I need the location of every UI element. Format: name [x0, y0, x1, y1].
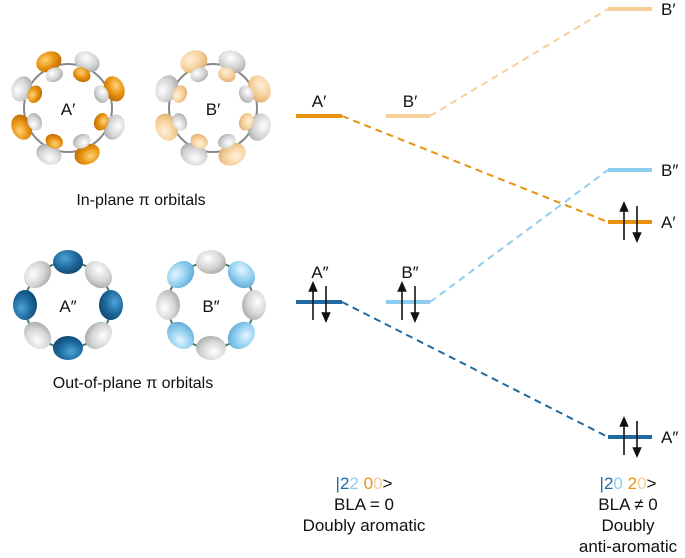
state-right-d1: 2	[604, 474, 613, 493]
orbital-out-plane-b: B″	[156, 250, 266, 360]
state-right-d3: 2	[628, 474, 637, 493]
in-plane-b-lobes	[155, 50, 271, 166]
correlation-line-a-dprime	[341, 301, 609, 438]
state-left-d2: 2	[349, 474, 358, 493]
out-plane-b-label: B″	[202, 297, 219, 316]
level-left-a-dprime-label: A″	[311, 263, 328, 282]
out-plane-b-lobes	[156, 250, 266, 360]
electron-pair-left-a-dprime	[308, 281, 331, 323]
state-left-configuration: |22 00>	[336, 474, 393, 493]
state-right-close: >	[647, 474, 657, 493]
state-left-bar: |	[336, 474, 340, 493]
state-right-bla: BLA ≠ 0	[598, 495, 657, 514]
out-plane-a-lobes	[13, 250, 123, 360]
state-left-d1: 2	[340, 474, 349, 493]
in-plane-a-label: A′	[61, 100, 76, 119]
level-left-a-prime-label: A′	[312, 92, 327, 111]
electron-pair-right-a-dprime	[619, 416, 642, 458]
state-left-close: >	[383, 474, 393, 493]
orbital-out-plane-a: A″	[13, 250, 123, 360]
state-right-d4: 0	[637, 474, 646, 493]
state-left-description: Doubly aromatic	[303, 516, 426, 535]
in-plane-a-lobes	[11, 51, 125, 165]
correlation-line-b-prime	[429, 8, 609, 117]
level-right-a-dprime-label: A″	[661, 428, 678, 447]
orbital-in-plane-b: B′	[155, 50, 271, 166]
level-left-b-dprime-label: B″	[401, 263, 418, 282]
state-right-d2: 0	[613, 474, 622, 493]
in-plane-b-label: B′	[206, 100, 221, 119]
correlation-line-b-dprime	[429, 169, 609, 303]
state-left-d4: 0	[373, 474, 382, 493]
state-right-configuration: |20 20>	[600, 474, 657, 493]
state-left-d3: 0	[364, 474, 373, 493]
state-right-bar: |	[600, 474, 604, 493]
orbital-in-plane-a: A′	[11, 51, 125, 165]
level-right-b-prime-label: B′	[661, 0, 676, 19]
level-left-b-prime-label: B′	[403, 92, 418, 111]
state-left-bla: BLA = 0	[334, 495, 394, 514]
out-plane-a-label: A″	[59, 297, 76, 316]
electron-pair-left-b-dprime	[397, 281, 420, 323]
in-plane-caption: In-plane π orbitals	[76, 192, 205, 209]
state-right-description-2: anti-aromatic	[579, 537, 678, 556]
correlation-line-a-prime	[341, 115, 609, 223]
state-right-description-1: Doubly	[602, 516, 655, 535]
level-right-b-dprime-label: B″	[661, 161, 678, 180]
out-of-plane-caption: Out-of-plane π orbitals	[53, 375, 213, 392]
level-right-a-prime-label: A′	[661, 213, 676, 232]
electron-pair-right-a-prime	[619, 201, 642, 243]
